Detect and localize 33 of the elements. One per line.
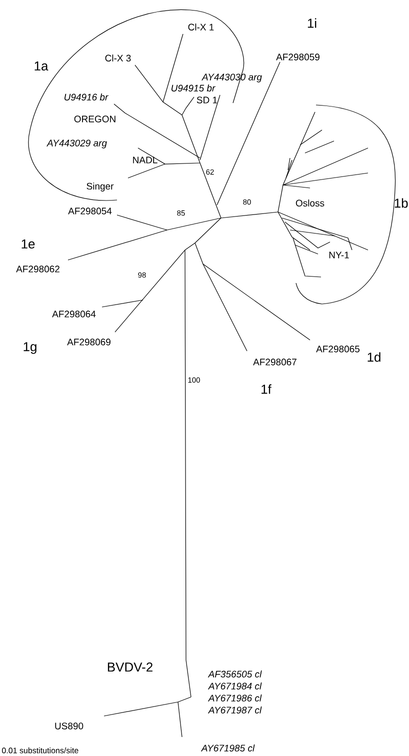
taxon-label: AF298065 [316, 346, 360, 352]
clade-label: 1b [394, 198, 408, 208]
taxon-label: US890 [55, 722, 84, 730]
taxon-label: Cl-X 3 [105, 54, 131, 62]
taxon-label: NY-1 [329, 252, 349, 258]
taxon-label: AF298062 [16, 266, 60, 272]
taxon-label: U94915 br [172, 84, 216, 92]
taxon-label: Singer [86, 182, 114, 192]
taxon-label: NADL [133, 156, 158, 164]
taxon-label: AY671986 cl [208, 694, 262, 702]
taxon-label: AF298069 [67, 338, 110, 346]
taxon-label: AF356505 cl [208, 670, 262, 678]
taxon-label: AY671984 cl [208, 682, 262, 690]
scale-label: 0.01 substitutions/site [2, 747, 78, 754]
taxon-label: Cl-X 1 [188, 24, 214, 30]
taxon-label: AY671987 cl [208, 706, 262, 714]
taxon-label: AY671985 cl [200, 744, 255, 752]
taxon-label: Osloss [296, 200, 324, 206]
clade-label: 1g [24, 342, 36, 354]
clade-label: 1a [34, 61, 48, 71]
clade-label: 1i [308, 18, 316, 28]
taxon-label: AF298059 [276, 54, 320, 60]
taxon-label: AF298064 [52, 310, 96, 318]
taxon-label: AY443029 arg [46, 140, 107, 148]
taxon-label: AF298067 [253, 358, 296, 366]
taxon-label: U94916 br [64, 94, 108, 100]
taxon-label: OREGON [74, 116, 116, 122]
clade-label: 1d [368, 352, 380, 362]
taxon-label: AF298054 [68, 208, 112, 214]
clade-label: BVDV-2 [108, 662, 152, 672]
clade-label: 1e [22, 239, 35, 249]
clade-label: 1f [262, 384, 272, 394]
taxon-label: SD 1 [196, 96, 218, 104]
